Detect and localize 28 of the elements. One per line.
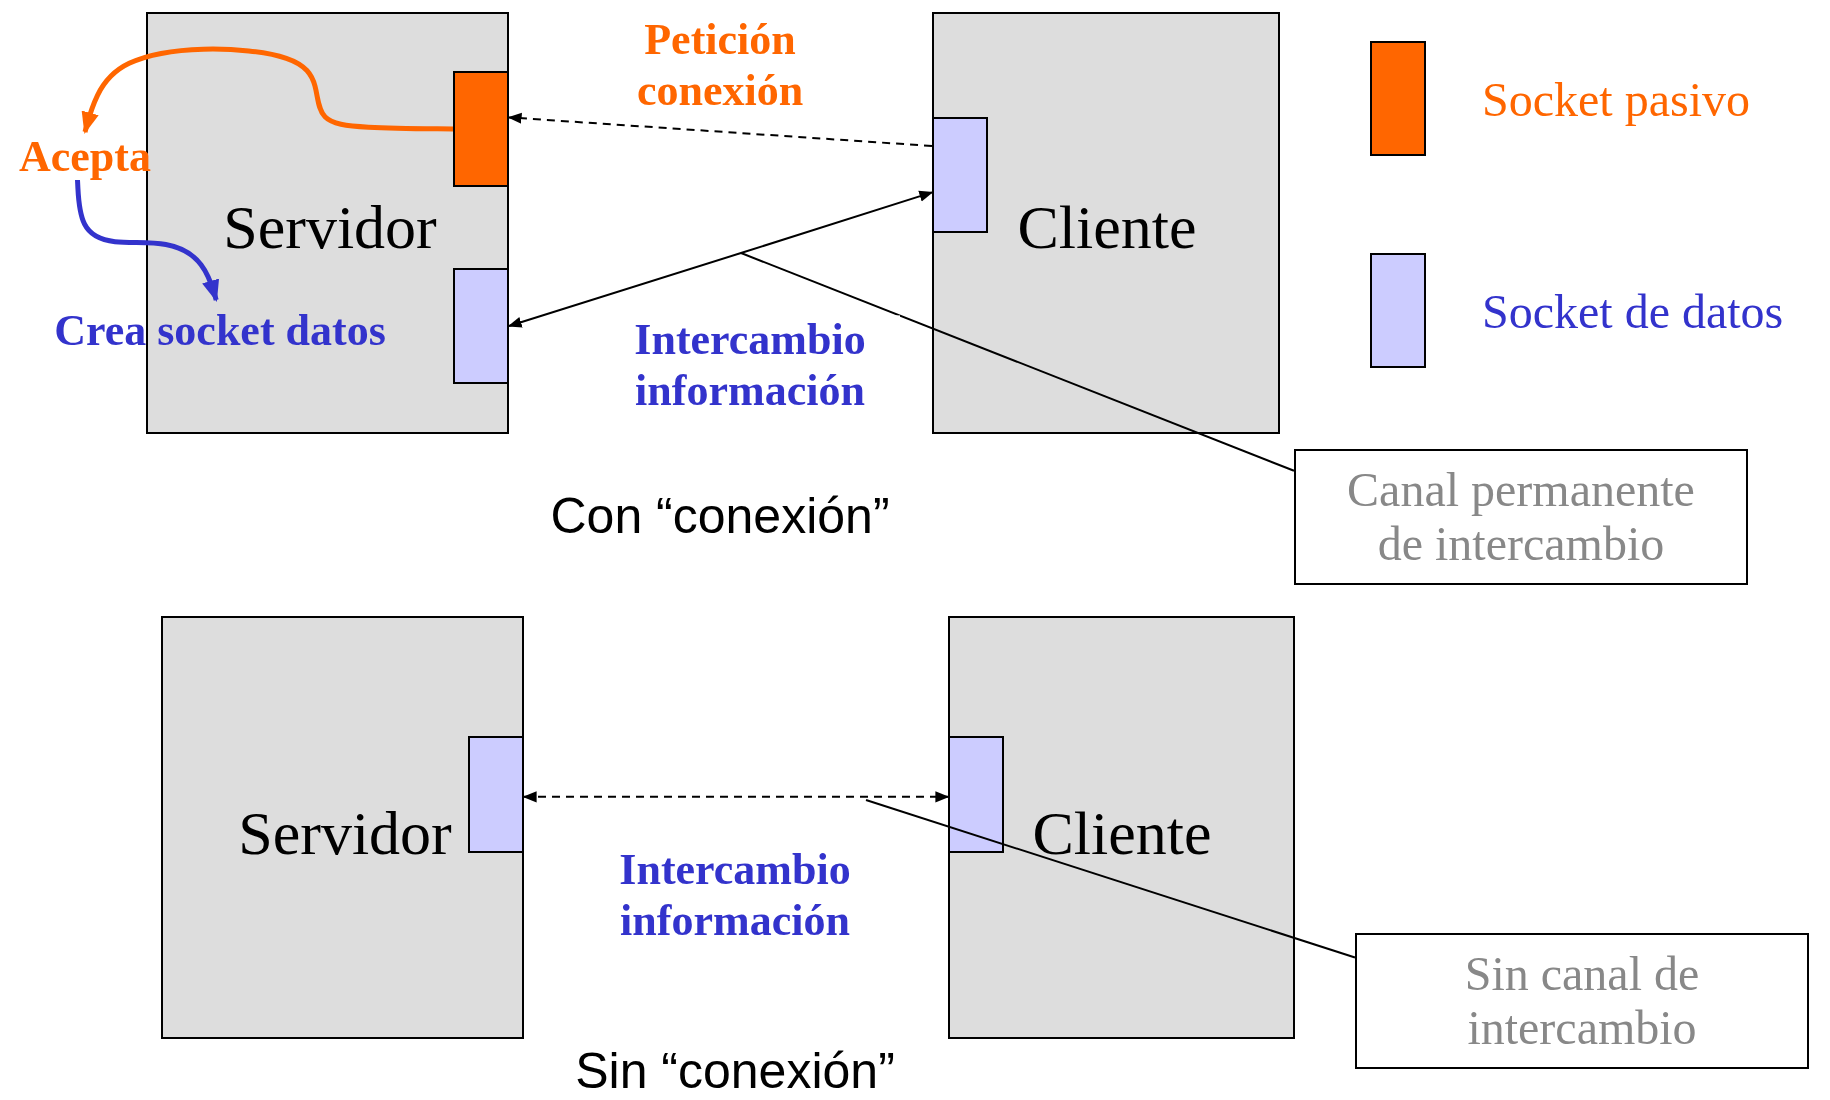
arrow <box>81 46 454 135</box>
box-label: Cliente <box>1032 797 1212 869</box>
process-box <box>932 12 1280 434</box>
legend-label: Socket pasivo <box>1482 71 1750 127</box>
box-label: Servidor <box>223 191 437 263</box>
callout-text: Sin canal de intercambio <box>1463 947 1701 1055</box>
process-box <box>161 616 524 1039</box>
box-label: Cliente <box>1017 191 1197 263</box>
socket-box <box>948 736 1004 853</box>
socket-box <box>453 268 509 384</box>
legend-label: Socket de datos <box>1482 283 1784 339</box>
socket-box <box>932 117 988 233</box>
socket-box <box>453 71 509 187</box>
arrow <box>522 791 950 803</box>
step-label: Crea socket datos <box>30 300 410 360</box>
callout-box <box>1294 449 1748 585</box>
box-label: Servidor <box>238 797 452 869</box>
arrow <box>507 190 934 328</box>
process-box <box>948 616 1295 1039</box>
leader-line <box>865 799 1356 959</box>
caption-label: Con “conexión” <box>550 487 890 545</box>
leader-line <box>740 252 1295 472</box>
socket-box <box>468 736 524 853</box>
callout-text: Canal permanente de intercambio <box>1346 463 1696 571</box>
caption-label: Sin “conexión” <box>575 1042 895 1100</box>
callout-box <box>1355 933 1809 1069</box>
arrow <box>75 179 220 303</box>
arrow <box>507 112 933 147</box>
